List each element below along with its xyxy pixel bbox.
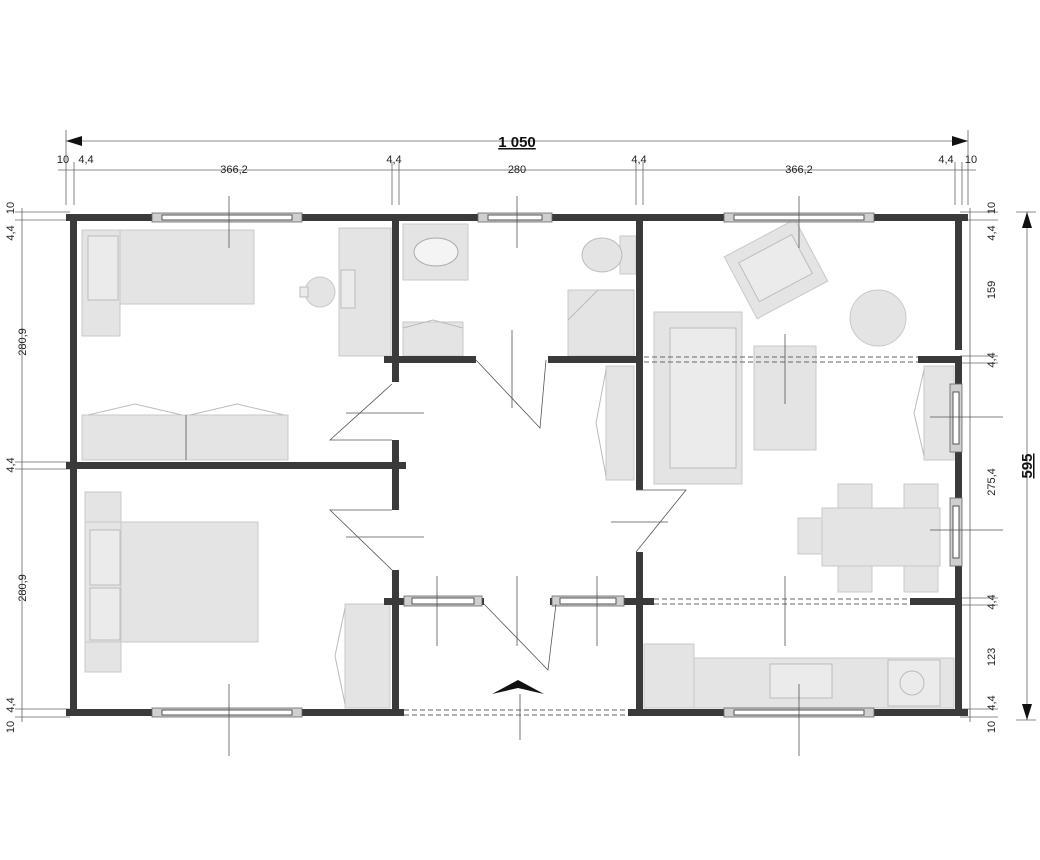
left-dim-4: 4,4	[5, 457, 17, 472]
wardrobe-bottom-left	[334, 603, 391, 709]
top-dim-2: 4,4	[78, 154, 93, 166]
toilet	[581, 235, 637, 275]
right-dim-4: 4,4	[986, 352, 998, 367]
wall-right-top	[955, 214, 962, 350]
right-dim-8: 4,4	[986, 695, 998, 710]
right-dim-1: 10	[986, 202, 998, 214]
top-dim-8: 4,4	[938, 154, 953, 166]
window-right-2	[949, 497, 963, 567]
wall-right-bottom	[955, 598, 962, 716]
window-top-1	[151, 212, 303, 223]
axis-lines	[228, 196, 1003, 756]
left-dim-1: 10	[5, 202, 17, 214]
wall-bath-bottom-left	[384, 356, 476, 363]
shower	[567, 289, 635, 357]
wall-v-right-lower	[636, 552, 643, 716]
wall-bedrooms-divider	[66, 462, 406, 469]
right-dimensions: 595 10 4,4 159 4,4 275,4 4,4 123 4,4 10	[960, 202, 1036, 733]
wall-v-left-upper	[392, 214, 399, 382]
dim-arrow-up-icon	[1022, 212, 1032, 228]
hall-cupboard	[595, 365, 635, 481]
bath-cabinet	[402, 319, 464, 357]
desk-chair	[299, 276, 336, 308]
left-dimensions: 10 4,4 280,9 4,4 280,9 4,4 10	[5, 202, 70, 733]
wall-bath-bottom-right	[548, 356, 640, 363]
window-hall-1	[403, 595, 483, 607]
top-dim-4: 4,4	[386, 154, 401, 166]
right-dim-7: 123	[986, 648, 998, 666]
single-bed	[81, 229, 255, 337]
wall-right-mid	[955, 356, 962, 606]
top-dim-6: 4,4	[631, 154, 646, 166]
open-passages	[404, 356, 918, 716]
right-dim-3: 159	[986, 281, 998, 299]
window-top-2	[477, 212, 553, 223]
window-right-1	[949, 383, 963, 453]
wall-v-right-upper	[636, 214, 643, 490]
tv-cabinet	[913, 365, 955, 461]
total-width-label: 1 050	[498, 134, 536, 151]
entrance-arrow-icon	[492, 680, 544, 694]
top-dim-5: 280	[508, 164, 526, 176]
right-dim-9: 10	[986, 721, 998, 733]
top-dim-9: 10	[965, 154, 977, 166]
left-dim-2: 4,4	[5, 225, 17, 240]
right-dim-2: 4,4	[986, 225, 998, 240]
wall-living-stub	[918, 356, 962, 363]
dim-arrow-down-icon	[1022, 704, 1032, 720]
wardrobe-top-left	[81, 403, 289, 461]
dim-arrow-left-icon	[66, 136, 82, 146]
wall-v-left-mid	[392, 440, 399, 510]
armchair	[723, 218, 829, 320]
right-dim-5: 275,4	[986, 468, 998, 496]
wall-v-left-lower	[392, 570, 399, 716]
double-bed	[84, 491, 259, 673]
left-dim-5: 280,9	[17, 574, 29, 602]
top-dim-3: 366,2	[220, 164, 248, 176]
top-dimensions: 1 050 10 4,4 366,2 4,4 280 4,4 366,2 4,4…	[57, 130, 977, 205]
window-bottom-1	[151, 707, 303, 718]
desk	[338, 227, 392, 357]
left-dim-7: 10	[5, 721, 17, 733]
top-dim-7: 366,2	[785, 164, 813, 176]
left-dim-6: 4,4	[5, 697, 17, 712]
sofa	[653, 311, 743, 485]
dim-arrow-right-icon	[952, 136, 968, 146]
round-table	[849, 289, 907, 347]
right-dim-6: 4,4	[986, 594, 998, 609]
dining-set	[797, 483, 941, 593]
washbasin	[402, 223, 469, 281]
left-dim-3: 280,9	[17, 328, 29, 356]
window-hall-2	[551, 595, 625, 607]
door-swings	[328, 359, 687, 671]
total-depth-label: 595	[1019, 453, 1036, 478]
top-dim-1: 10	[57, 154, 69, 166]
wall-kitchen-stub	[910, 598, 962, 605]
